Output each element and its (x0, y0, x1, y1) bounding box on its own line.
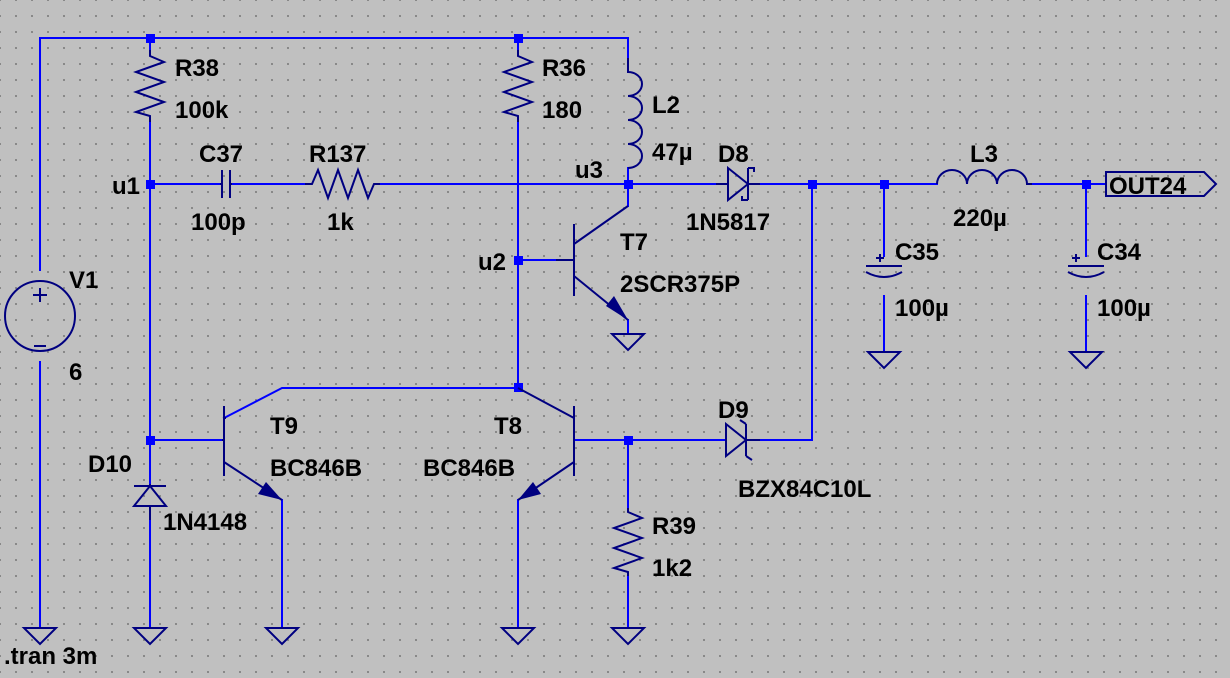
v1-value: 6 (69, 359, 82, 386)
r39-ref: R39 (652, 513, 696, 540)
diode-d9[interactable]: D9 BZX84C10L (718, 397, 871, 503)
t9-ref: T9 (270, 413, 298, 440)
transistor-t8[interactable]: T8 BC846B (423, 387, 575, 501)
junction (1082, 180, 1091, 189)
r36-value: 180 (542, 97, 582, 124)
resistor-r39[interactable]: R39 1k2 (610, 508, 696, 582)
voltage-source-v1[interactable]: V1 6 (4, 267, 98, 386)
spice-directive[interactable]: .tran 3m (4, 643, 97, 670)
d8-ref: D8 (718, 141, 749, 168)
v1-ref: V1 (69, 267, 98, 294)
c37-value: 100p (191, 209, 246, 236)
capacitor-c34[interactable]: C34 100µ (1067, 239, 1151, 322)
l3-ref: L3 (970, 141, 998, 168)
c35-ref: C35 (895, 239, 939, 266)
c34-value: 100µ (1097, 295, 1151, 322)
junction (808, 180, 817, 189)
resistor-r38[interactable]: R38 100k (132, 50, 229, 124)
junction (514, 256, 523, 265)
c35-value: 100µ (895, 295, 949, 322)
net-label-u1: u1 (112, 173, 140, 200)
junctions (146, 34, 1091, 445)
ground-symbol (865, 351, 903, 370)
junction (146, 436, 155, 445)
ground-symbol (1067, 351, 1105, 370)
ground-symbol (499, 627, 537, 646)
d8-value: 1N5817 (686, 209, 770, 236)
net-label-u3: u3 (575, 157, 603, 184)
d9-ref: D9 (718, 397, 749, 424)
t7-value: 2SCR375P (620, 271, 740, 298)
t9-value: BC846B (270, 455, 362, 482)
t8-ref: T8 (494, 413, 522, 440)
t7-ref: T7 (620, 229, 648, 256)
diode-d10[interactable]: D10 1N4148 (88, 451, 247, 536)
junction (624, 436, 633, 445)
l3-value: 220µ (953, 205, 1007, 232)
d9-value: BZX84C10L (738, 476, 871, 503)
c37-ref: C37 (199, 141, 243, 168)
t8-value: BC846B (423, 455, 515, 482)
c34-ref: C34 (1097, 239, 1142, 266)
r137-ref: R137 (309, 141, 366, 168)
resistor-r36[interactable]: R36 180 (500, 50, 586, 124)
junction (514, 34, 523, 43)
ground-symbol (21, 627, 59, 646)
wires (39, 37, 1107, 629)
inductor-l3[interactable]: L3 220µ (936, 141, 1032, 232)
l2-ref: L2 (652, 92, 680, 119)
net-label-u2: u2 (478, 249, 506, 276)
ground-symbol (609, 627, 647, 646)
diode-d8[interactable]: D8 1N5817 (686, 141, 770, 236)
capacitor-c35[interactable]: C35 100µ (865, 239, 949, 322)
ground-symbol (609, 333, 647, 352)
transistor-t9[interactable]: T9 BC846B (222, 406, 362, 501)
d10-ref: D10 (88, 451, 132, 478)
grounds (21, 333, 1105, 646)
r39-value: 1k2 (652, 555, 692, 582)
junction (146, 180, 155, 189)
l2-value: 47µ (652, 139, 693, 166)
ground-symbol (131, 627, 169, 646)
capacitor-c37[interactable]: C37 100p (191, 141, 246, 236)
resistor-r137[interactable]: R137 1k (305, 141, 380, 236)
junction (880, 180, 889, 189)
ground-symbol (263, 627, 301, 646)
junction (624, 180, 633, 189)
transistor-t7[interactable]: T7 2SCR375P (556, 205, 740, 321)
r38-value: 100k (175, 97, 229, 124)
r137-value: 1k (327, 209, 354, 236)
net-label-out24[interactable]: OUT24 (1105, 171, 1218, 200)
inductor-l2[interactable]: L2 47µ (627, 58, 693, 169)
r38-ref: R38 (175, 55, 219, 82)
d10-value: 1N4148 (163, 509, 247, 536)
out24-label: OUT24 (1109, 173, 1187, 200)
junction (146, 34, 155, 43)
r36-ref: R36 (542, 55, 586, 82)
